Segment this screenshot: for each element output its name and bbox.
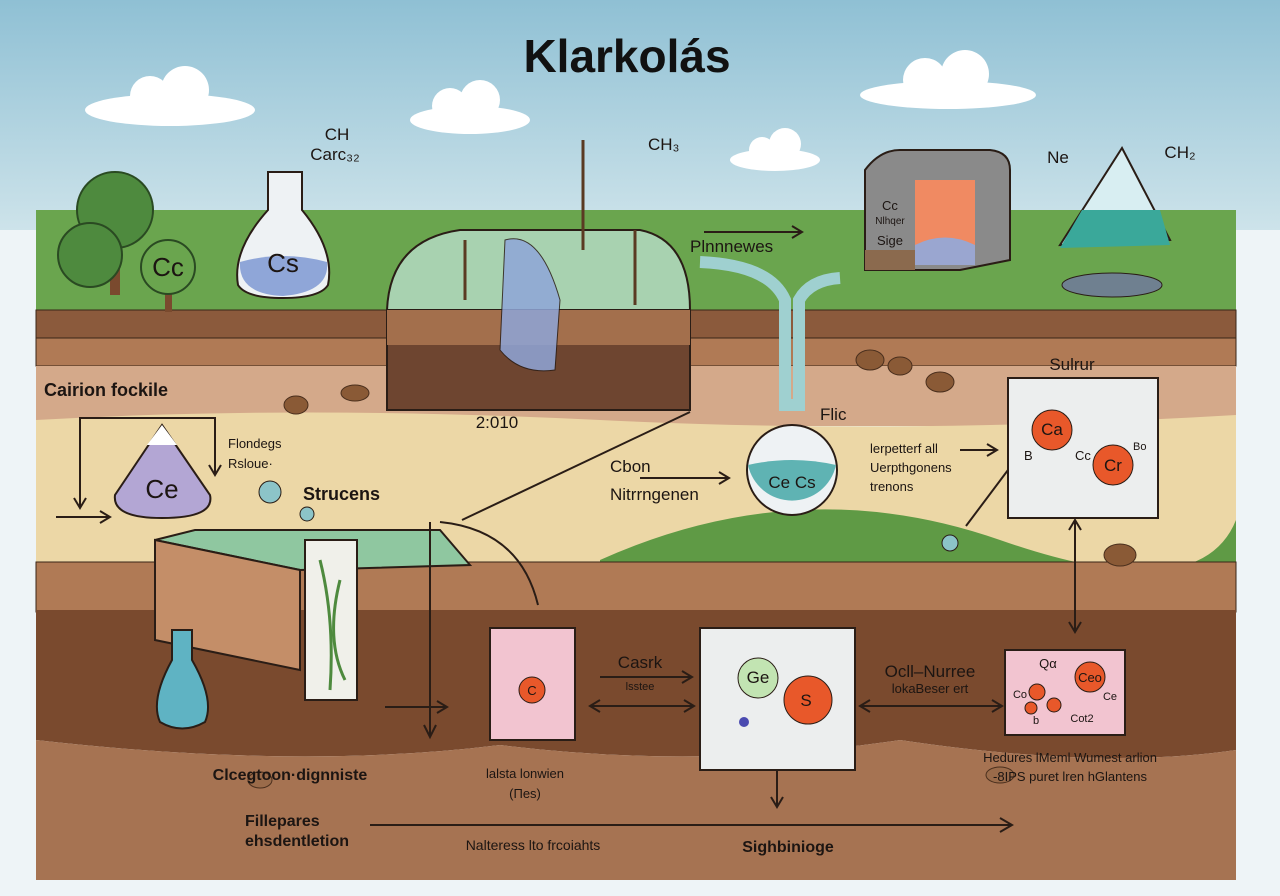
- lokabeser-label: lokaBeser ert: [892, 681, 969, 696]
- nes-label: (Πes): [509, 786, 541, 801]
- cone-ce-label: Ce: [145, 474, 178, 504]
- sul-bo-label: Bo: [1133, 441, 1146, 453]
- cone-ce: [113, 423, 212, 520]
- pebbles: [247, 349, 1137, 789]
- pink-c-label: C: [527, 683, 536, 698]
- fillepares-label: Fillepares: [245, 813, 320, 830]
- rsloue-label: Rsloue·: [228, 456, 273, 471]
- hedures-label: Hedures lMeml Wumest arlion: [983, 750, 1157, 765]
- p2-cot2-label: Cot2: [1070, 713, 1093, 725]
- lerpetterf-label: lerpetterf all: [870, 441, 938, 456]
- pipe: [699, 256, 841, 411]
- casrk-label: Casrk: [618, 653, 663, 672]
- clouds: [85, 50, 1036, 171]
- uerpthgonens-label: Uerpthgonens: [870, 460, 952, 475]
- cairion-label: Cairion fockile: [44, 380, 168, 400]
- year-label: 2:010: [476, 413, 519, 432]
- sulrur-box: [1007, 377, 1159, 519]
- clcegtoon-label: Clcegtoon·dignniste: [213, 767, 368, 784]
- flask2-label: Ce Cs: [768, 473, 815, 492]
- cc-circle: [140, 239, 196, 295]
- green-hill: [600, 509, 1236, 571]
- nalteress-label: Nalteress lto frcoiahts: [466, 837, 601, 853]
- ocll-label: Ocll–Nurree: [885, 662, 976, 681]
- sul-cr-label: Cr: [1104, 456, 1122, 475]
- lower-left-block: [154, 529, 473, 730]
- ch2-label: CH₂: [1164, 143, 1195, 162]
- lsstee-label: lsstee: [626, 681, 655, 693]
- cloud: [410, 80, 530, 134]
- diagram-title: Klarkolás: [523, 30, 730, 82]
- gray-box: [864, 149, 1011, 271]
- triangle-container: [1058, 146, 1172, 298]
- flask-cs-label: Cs: [267, 248, 299, 278]
- box-nitraer-label: Nlhqer: [875, 216, 905, 227]
- carc-label: Carc₃₂: [310, 145, 359, 164]
- flondegs-label: Flondegs: [228, 436, 282, 451]
- strucens-label: Strucens: [303, 484, 380, 504]
- p2-b-label: b: [1033, 715, 1039, 727]
- lalsta-label: lalsta lonwien: [486, 766, 564, 781]
- p2-co-label: Co: [1013, 689, 1027, 701]
- bips-label: -8IPS puret lren hGlantens: [993, 769, 1147, 784]
- cloud: [730, 128, 820, 171]
- p2-qa-label: Qα: [1039, 656, 1057, 671]
- trenons-label: trenons: [870, 479, 914, 494]
- tree-cc-label: Cc: [152, 252, 184, 282]
- ch-label: CH: [325, 125, 350, 144]
- cutaway-block: [385, 140, 692, 411]
- s-label: S: [800, 691, 811, 710]
- round-flask: Ce Cs: [746, 424, 838, 516]
- bedrock-layer: [36, 740, 1236, 880]
- sul-ca-label: Ca: [1041, 420, 1063, 439]
- ch3-label: CH₃: [648, 135, 679, 154]
- sul-b-label: B: [1024, 448, 1033, 463]
- sul-cc-label: Cc: [1075, 448, 1091, 463]
- box-cc-label: Cc: [882, 198, 898, 213]
- ne-label: Ne: [1047, 148, 1069, 167]
- sighbinioge-label: Sighbinioge: [742, 839, 834, 856]
- p2-ceo-label: Ceo: [1078, 670, 1102, 685]
- flask-cs: Cs: [236, 171, 331, 300]
- cloud: [860, 50, 1036, 109]
- ge-label: Ge: [747, 668, 770, 687]
- p2-ce-label: Ce: [1103, 691, 1117, 703]
- ehsdentletion-label: ehsdentletion: [245, 833, 349, 850]
- trees: Cc: [57, 171, 196, 312]
- sulrur-label: Sulrur: [1049, 355, 1095, 374]
- pink-box-2: [1004, 649, 1126, 736]
- plnnnewes-label: Plnnnewes: [690, 237, 773, 256]
- cloud: [85, 66, 255, 126]
- flic-label: Flic: [820, 405, 847, 424]
- nitrrngenen-label: Nitrrngenen: [610, 485, 699, 504]
- cbon-label: Cbon: [610, 457, 651, 476]
- box-sige-label: Sige: [877, 233, 903, 248]
